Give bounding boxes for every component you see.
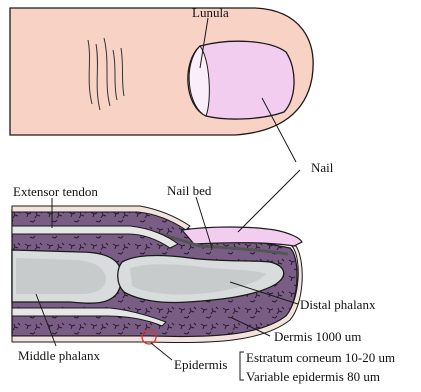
label-lunula: Lunula (192, 5, 229, 20)
epidermis-bracket (240, 352, 244, 380)
label-stratum-corneum: Estratum corneum 10-20 um (246, 350, 395, 365)
label-nail-bed: Nail bed (167, 183, 212, 198)
middle-phalanx-marrow (16, 258, 106, 294)
nail-plate (182, 227, 302, 246)
label-variable-epidermis: Variable epidermis 80 um (246, 369, 380, 384)
leader-epidermis (151, 343, 172, 360)
label-extensor-tendon: Extensor tendon (13, 184, 98, 199)
finger-top-view (10, 8, 313, 135)
label-distal-phalanx: Distal phalanx (300, 297, 376, 312)
label-middle-phalanx: Middle phalanx (18, 348, 100, 363)
leader-nail-bottom (238, 170, 300, 232)
label-nail: Nail (311, 160, 334, 175)
finger-cross-section (12, 206, 302, 344)
label-epidermis: Epidermis (174, 357, 227, 372)
label-dermis: Dermis 1000 um (274, 329, 361, 344)
